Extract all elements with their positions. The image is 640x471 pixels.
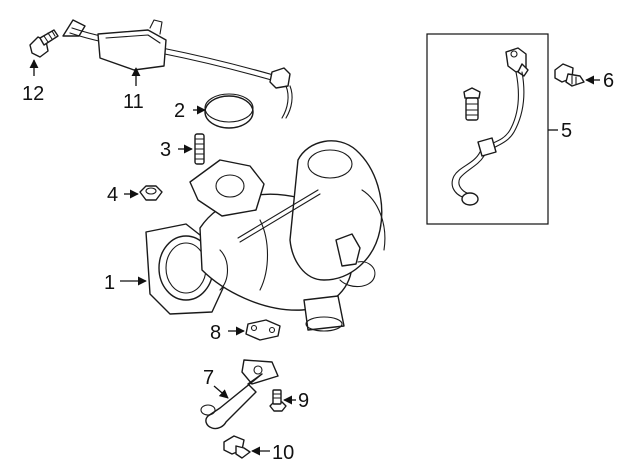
callout-12: 12: [22, 83, 44, 105]
callout-6: 6: [603, 70, 614, 92]
part-6-bolt[interactable]: [554, 63, 585, 87]
callout-8: 8: [210, 322, 221, 344]
part-4-nut[interactable]: [139, 185, 163, 201]
part-8-gasket[interactable]: [245, 319, 281, 341]
part-2-gasket-ring[interactable]: [204, 93, 254, 129]
callout-11: 11: [123, 91, 144, 113]
part-3-stud[interactable]: [194, 133, 205, 165]
callout-2: 2: [174, 100, 185, 122]
callout-7: 7: [203, 367, 214, 389]
callout-10: 10: [272, 442, 294, 464]
part-1-turbocharger[interactable]: [145, 140, 386, 332]
callout-3: 3: [160, 139, 171, 161]
part-12-bolt[interactable]: [29, 29, 59, 58]
part-11-tube-bracket[interactable]: [62, 19, 293, 119]
part-9-bolt[interactable]: [269, 389, 287, 412]
part-10-bolt[interactable]: [223, 435, 251, 459]
part-5-oil-line[interactable]: [451, 47, 529, 206]
callout-9: 9: [298, 390, 309, 412]
callout-5: 5: [561, 120, 572, 142]
inset-box-part-5: [426, 33, 549, 225]
part-7-drain-tube[interactable]: [200, 359, 279, 430]
callout-1: 1: [104, 272, 115, 294]
callout-4: 4: [107, 184, 118, 206]
